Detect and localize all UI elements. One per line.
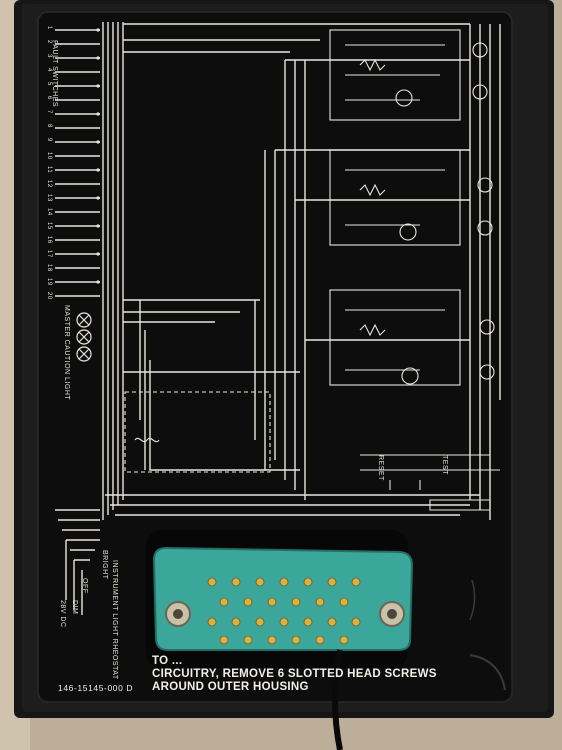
switch-number: 11 [46, 166, 52, 174]
switch-number: 2 [46, 40, 52, 44]
switch-number: 12 [46, 180, 52, 188]
switch-number: 8 [46, 124, 52, 128]
switch-number: 4 [46, 68, 52, 72]
off-label: OFF [81, 578, 88, 594]
switch-number: 15 [46, 222, 52, 230]
lamp-symbols [472, 42, 495, 380]
dim-label: DIM [71, 600, 78, 615]
warning-line: TO ... [152, 655, 183, 667]
switch-number: 5 [46, 82, 52, 86]
switch-number: 9 [46, 138, 52, 142]
warning-line: CIRCUITRY, REMOVE 6 SLOTTED HEAD SCREWS [152, 668, 437, 680]
switch-number: 14 [46, 208, 52, 216]
switch-number: 3 [46, 54, 52, 58]
switch-number: 18 [46, 264, 52, 272]
supply-label: 28V DC [59, 600, 66, 628]
relay-box [124, 391, 271, 473]
component-block-bottom [329, 289, 461, 386]
switch-number: 7 [46, 110, 52, 114]
switch-number: 17 [46, 250, 52, 258]
caution-light-label: MASTER CAUTION LIGHT [63, 305, 70, 401]
connector-body [152, 546, 414, 651]
component-block-middle [329, 149, 461, 246]
switch-number: 16 [46, 236, 52, 244]
switch-number: 20 [46, 292, 52, 300]
wire [332, 649, 343, 750]
component-block-top [329, 29, 461, 121]
fault-switch-contacts [96, 28, 100, 284]
switch-number: 13 [46, 194, 52, 202]
fault-switches-label: FAULT SWITCHES [51, 40, 58, 108]
reset-label: RESET [377, 455, 384, 481]
part-number: 146-15145-000 D [58, 683, 134, 693]
switch-area [360, 454, 500, 511]
test-label: TEST [441, 455, 448, 475]
switch-number: 19 [46, 278, 52, 286]
dimmer-label: INSTRUMENT LIGHT RHEOSTAT [111, 560, 118, 680]
warning-text: TO ... CIRCUITRY, REMOVE 6 SLOTTED HEAD … [152, 655, 442, 694]
switch-number: 6 [46, 96, 52, 100]
warning-line: AROUND OUTER HOUSING [152, 681, 309, 693]
bright-label: BRIGHT [101, 550, 108, 580]
connector-pins [207, 577, 361, 645]
caution-lamps [76, 312, 92, 362]
switch-number: 1 [46, 26, 52, 30]
switch-number: 10 [46, 152, 52, 160]
